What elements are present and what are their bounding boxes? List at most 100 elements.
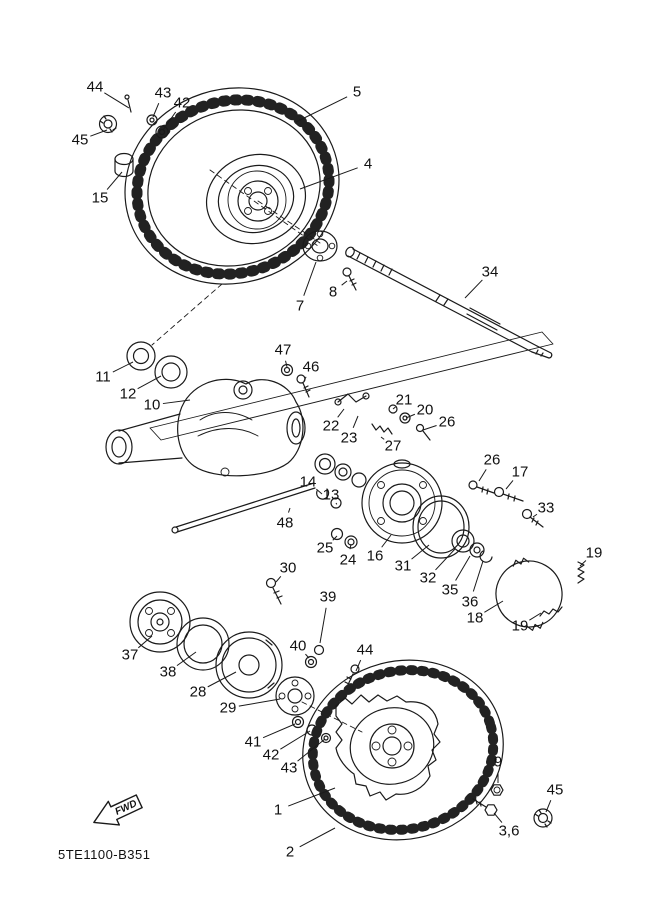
- callout-leader: [280, 730, 311, 750]
- callout-label: 35: [442, 582, 459, 599]
- cap-nut-45-left: [98, 114, 118, 134]
- axle-shaft-34: [149, 246, 554, 441]
- callout-leader: [472, 560, 484, 592]
- callout-leader: [355, 659, 362, 672]
- callout-label: 45: [547, 782, 564, 799]
- nut-9: [490, 784, 504, 796]
- cap-nut-45-right: [533, 808, 553, 828]
- bolt-33: [521, 508, 544, 528]
- callout-label: 19: [512, 618, 529, 635]
- callout-leader: [137, 635, 153, 649]
- callout-label: 44: [357, 642, 374, 659]
- callout-label: 41: [245, 734, 262, 751]
- callout-label: 47: [275, 342, 292, 359]
- callout-leader: [104, 92, 130, 109]
- callout-leader: [262, 723, 296, 739]
- brake-rod-48: [171, 482, 316, 534]
- washer-41: [291, 715, 305, 729]
- axle-pin-44: [124, 94, 132, 113]
- callout-leader: [392, 406, 396, 410]
- callout-label: 45: [72, 132, 89, 149]
- callout-leader: [422, 425, 437, 431]
- bearing-11: [126, 341, 156, 371]
- callout-leader: [579, 560, 587, 567]
- callout-label: 22: [323, 418, 340, 435]
- callout-leader: [288, 787, 336, 807]
- callout-leader: [137, 375, 162, 390]
- callout-label: 17: [512, 464, 529, 481]
- bolt-8: [342, 267, 357, 291]
- washer-43b: [320, 732, 332, 744]
- callout-leader: [349, 543, 352, 550]
- callout-leader: [112, 361, 134, 373]
- callout-leader: [288, 507, 291, 513]
- callout-label: 27: [385, 438, 402, 455]
- callout-label: 43: [155, 85, 172, 102]
- callout-label: 4: [364, 156, 372, 173]
- callout-leader: [305, 653, 310, 659]
- callout-label: 12: [120, 386, 137, 403]
- wheel-hub-7: [302, 230, 338, 262]
- bolt-46: [296, 374, 311, 398]
- bolt-26b: [468, 480, 495, 495]
- callout-label: 23: [341, 430, 358, 447]
- callout-label: 48: [277, 515, 294, 532]
- callout-leader: [380, 436, 385, 440]
- callout-leader: [238, 698, 281, 707]
- callout-leader: [337, 408, 345, 418]
- gasket-31: [412, 495, 470, 559]
- callout-leader: [316, 488, 323, 495]
- callout-leader: [295, 96, 348, 123]
- bolt-3-6: [472, 798, 498, 816]
- rear-wheel-bottom: [302, 659, 504, 841]
- callout-label: 25: [317, 540, 334, 557]
- callout-label: 29: [220, 700, 237, 717]
- callout-leader: [207, 671, 237, 688]
- callout-label: 3,6: [499, 823, 520, 840]
- callout-leader: [341, 280, 348, 286]
- callout-leader: [335, 502, 338, 505]
- callout-leader: [381, 534, 392, 548]
- hub-disc-37: [129, 591, 191, 653]
- callout-leader: [303, 376, 307, 382]
- callout-leader: [464, 279, 483, 299]
- spacer-15: [114, 152, 134, 178]
- callout-leader: [297, 738, 326, 762]
- callout-leader: [152, 102, 160, 118]
- callout-label: 37: [122, 647, 139, 664]
- callout-label: 20: [417, 402, 434, 419]
- callout-label: 38: [160, 664, 177, 681]
- callout-label: 43: [281, 760, 298, 777]
- callout-label: 14: [300, 474, 317, 491]
- callout-label: 16: [367, 548, 384, 565]
- callout-leader: [299, 827, 336, 848]
- callout-leader: [319, 607, 327, 644]
- washer-40: [304, 655, 318, 669]
- bolt-17: [493, 486, 524, 502]
- seal-38: [176, 617, 230, 671]
- callout-label: 19: [586, 545, 603, 562]
- callout-leader: [162, 399, 191, 405]
- callout-label: 42: [263, 747, 280, 764]
- callout-label: 10: [144, 397, 161, 414]
- spring-19b: [539, 606, 563, 617]
- rear-wheel-top: [124, 87, 340, 346]
- callout-label: 21: [396, 392, 413, 409]
- callout-leader: [303, 261, 317, 296]
- callout-label: 15: [92, 190, 109, 207]
- callout-leader: [106, 171, 123, 190]
- callout-label: 30: [280, 560, 297, 577]
- callout-leader: [176, 651, 197, 667]
- callout-label: 31: [395, 558, 412, 575]
- callout-leader: [352, 415, 359, 429]
- callout-label: 26: [439, 414, 456, 431]
- washer-39: [313, 644, 325, 656]
- callout-label: 1: [274, 802, 282, 819]
- clip-36: [479, 550, 493, 563]
- callout-leader: [435, 548, 456, 571]
- callout-leader: [275, 576, 282, 583]
- callout-label: 33: [538, 500, 555, 517]
